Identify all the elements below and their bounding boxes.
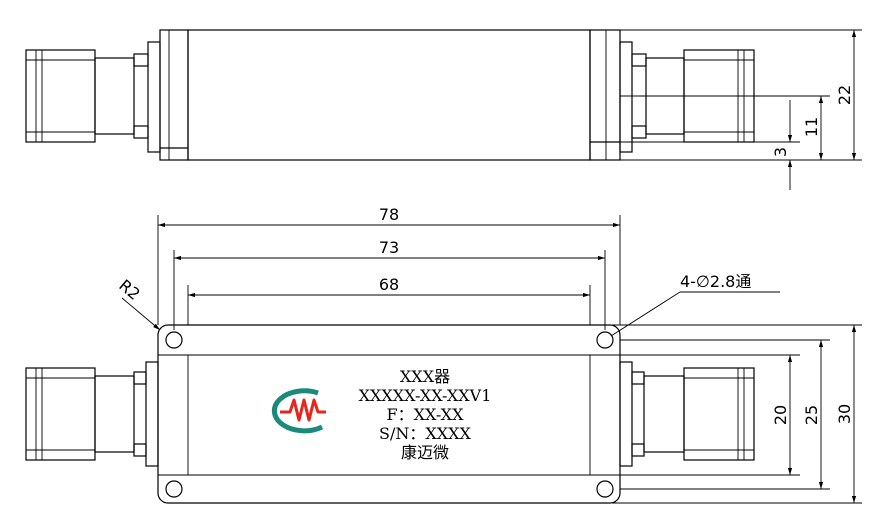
dim-11-label: 11 xyxy=(802,117,821,137)
mount-hole-top-right xyxy=(596,331,614,349)
mount-hole-bottom-left xyxy=(165,480,183,498)
holes-callout: 4-∅2.8通 xyxy=(680,272,751,291)
dim-25-label: 25 xyxy=(802,405,821,425)
dim-20-label: 20 xyxy=(771,405,790,425)
dim-3-label: 3 xyxy=(771,147,790,157)
company-logo xyxy=(271,388,326,434)
top-right-flange xyxy=(589,29,621,161)
dim-78-label: 78 xyxy=(379,205,399,224)
dim-73-label: 73 xyxy=(379,238,399,257)
radius-label: R2 xyxy=(115,276,144,304)
label-type: XXX器 xyxy=(400,367,450,386)
top-left-connector xyxy=(25,41,161,153)
dim-30-label: 30 xyxy=(835,404,854,424)
mount-hole-bottom-right xyxy=(596,480,614,498)
mount-hole-top-left xyxy=(165,331,183,349)
dim-22-label: 22 xyxy=(835,85,854,105)
top-body xyxy=(187,29,591,161)
label-frequency: F：XX-XX xyxy=(387,405,465,424)
dim-68-label: 68 xyxy=(379,275,399,294)
label-serial: S/N：XXXX xyxy=(379,424,472,443)
label-part-number: XXXXX-XX-XXV1 xyxy=(359,386,492,405)
top-view: 22 11 3 xyxy=(25,29,862,190)
top-left-flange xyxy=(159,29,189,161)
top-right-connector xyxy=(619,41,755,153)
label-brand: 康迈微 xyxy=(401,443,449,462)
bottom-right-connector xyxy=(619,361,755,467)
bottom-left-connector xyxy=(25,361,159,467)
bottom-view: XXX器 XXXXX-XX-XXV1 F：XX-XX S/N：XXXX 康迈微 … xyxy=(25,205,862,504)
